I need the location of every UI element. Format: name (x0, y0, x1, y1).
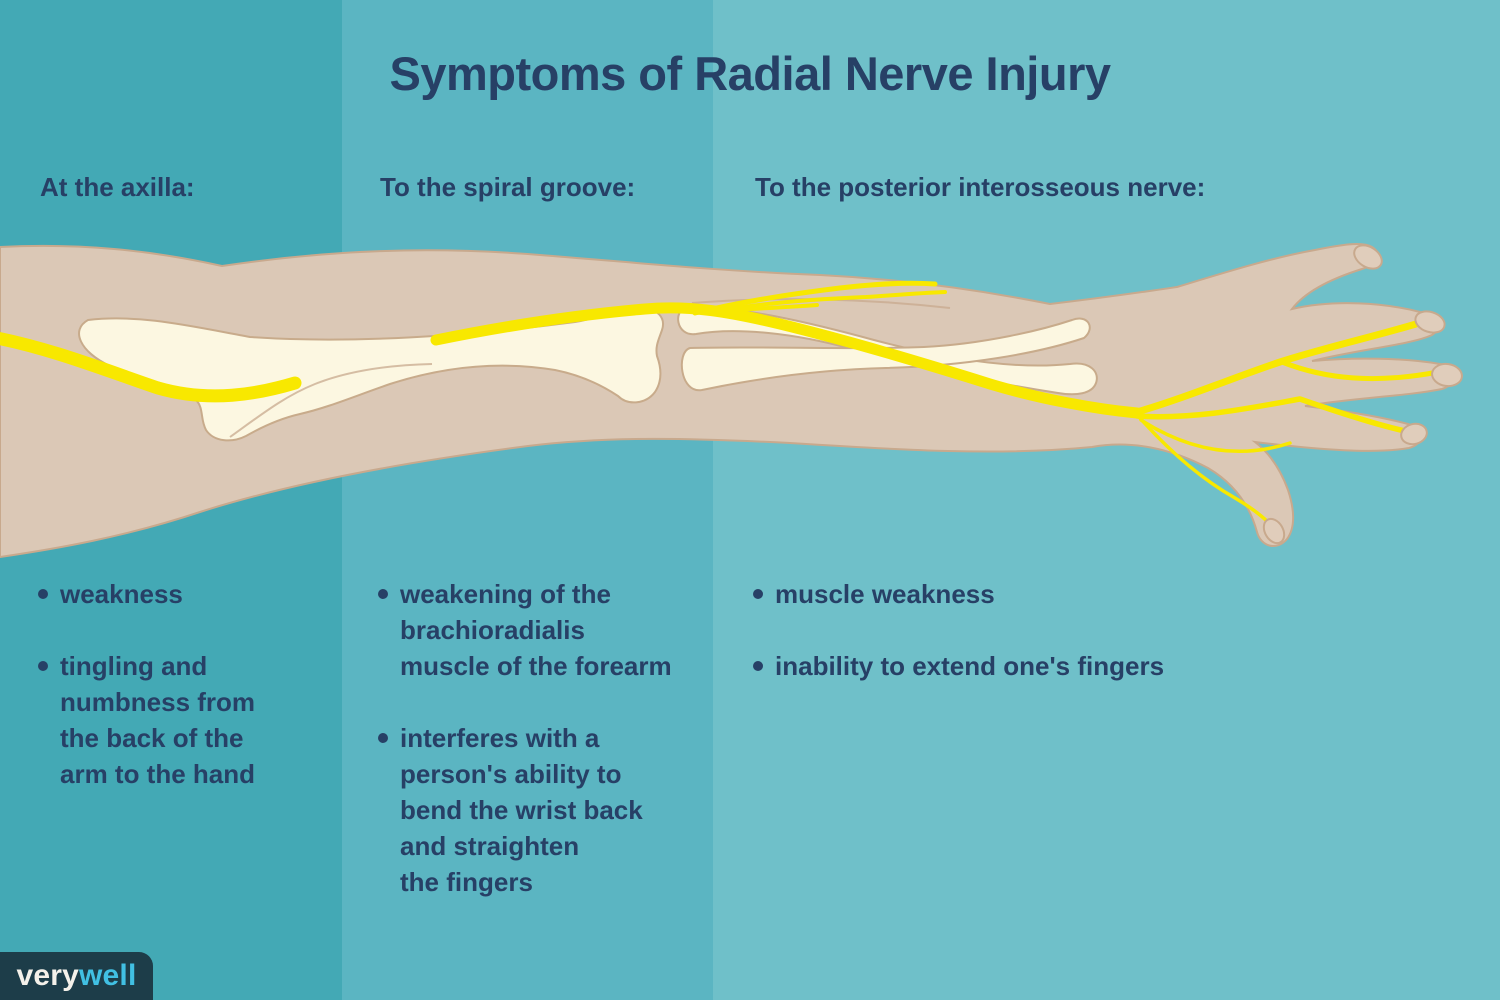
symptom-list-posterior-interosseous: muscle weakness inability to extend one'… (753, 576, 1233, 720)
logo-text-very: very (16, 959, 80, 992)
list-item: inability to extend one's fingers (753, 648, 1233, 684)
symptom-list-spiral-groove: weakening of the brachioradialis muscle … (378, 576, 708, 936)
bullet-dot (753, 589, 763, 599)
list-item: weakening of the brachioradialis muscle … (378, 576, 708, 684)
page-title: Symptoms of Radial Nerve Injury (389, 47, 1111, 100)
bullet-dot (38, 661, 48, 671)
section-heading-posterior-interosseous: To the posterior interosseous nerve: (755, 172, 1206, 202)
list-item: tingling and numbness from the back of t… (38, 648, 308, 792)
bullet-dot (753, 661, 763, 671)
section-heading-spiral-groove: To the spiral groove: (380, 172, 636, 202)
bullet-text: weakening of the brachioradialis muscle … (400, 579, 672, 681)
list-item: weakness (38, 576, 308, 612)
bullet-text: weakness (60, 579, 183, 609)
bullet-text: muscle weakness (775, 579, 995, 609)
symptom-list-axilla: weakness tingling and numbness from the … (38, 576, 308, 828)
list-item: muscle weakness (753, 576, 1233, 612)
list-item: interferes with a person's ability to be… (378, 720, 708, 900)
bullet-dot (378, 733, 388, 743)
logo-text-well: well (79, 959, 137, 992)
bullet-text: inability to extend one's fingers (775, 651, 1165, 681)
bullet-dot (378, 589, 388, 599)
column-axilla-background (0, 0, 342, 1000)
bullet-text: interferes with a person's ability to be… (400, 723, 643, 897)
bullet-text: tingling and numbness from the back of t… (60, 651, 256, 789)
column-posterior-interosseous-background (713, 0, 1500, 1000)
section-heading-axilla: At the axilla: (40, 172, 195, 202)
bullet-dot (38, 589, 48, 599)
